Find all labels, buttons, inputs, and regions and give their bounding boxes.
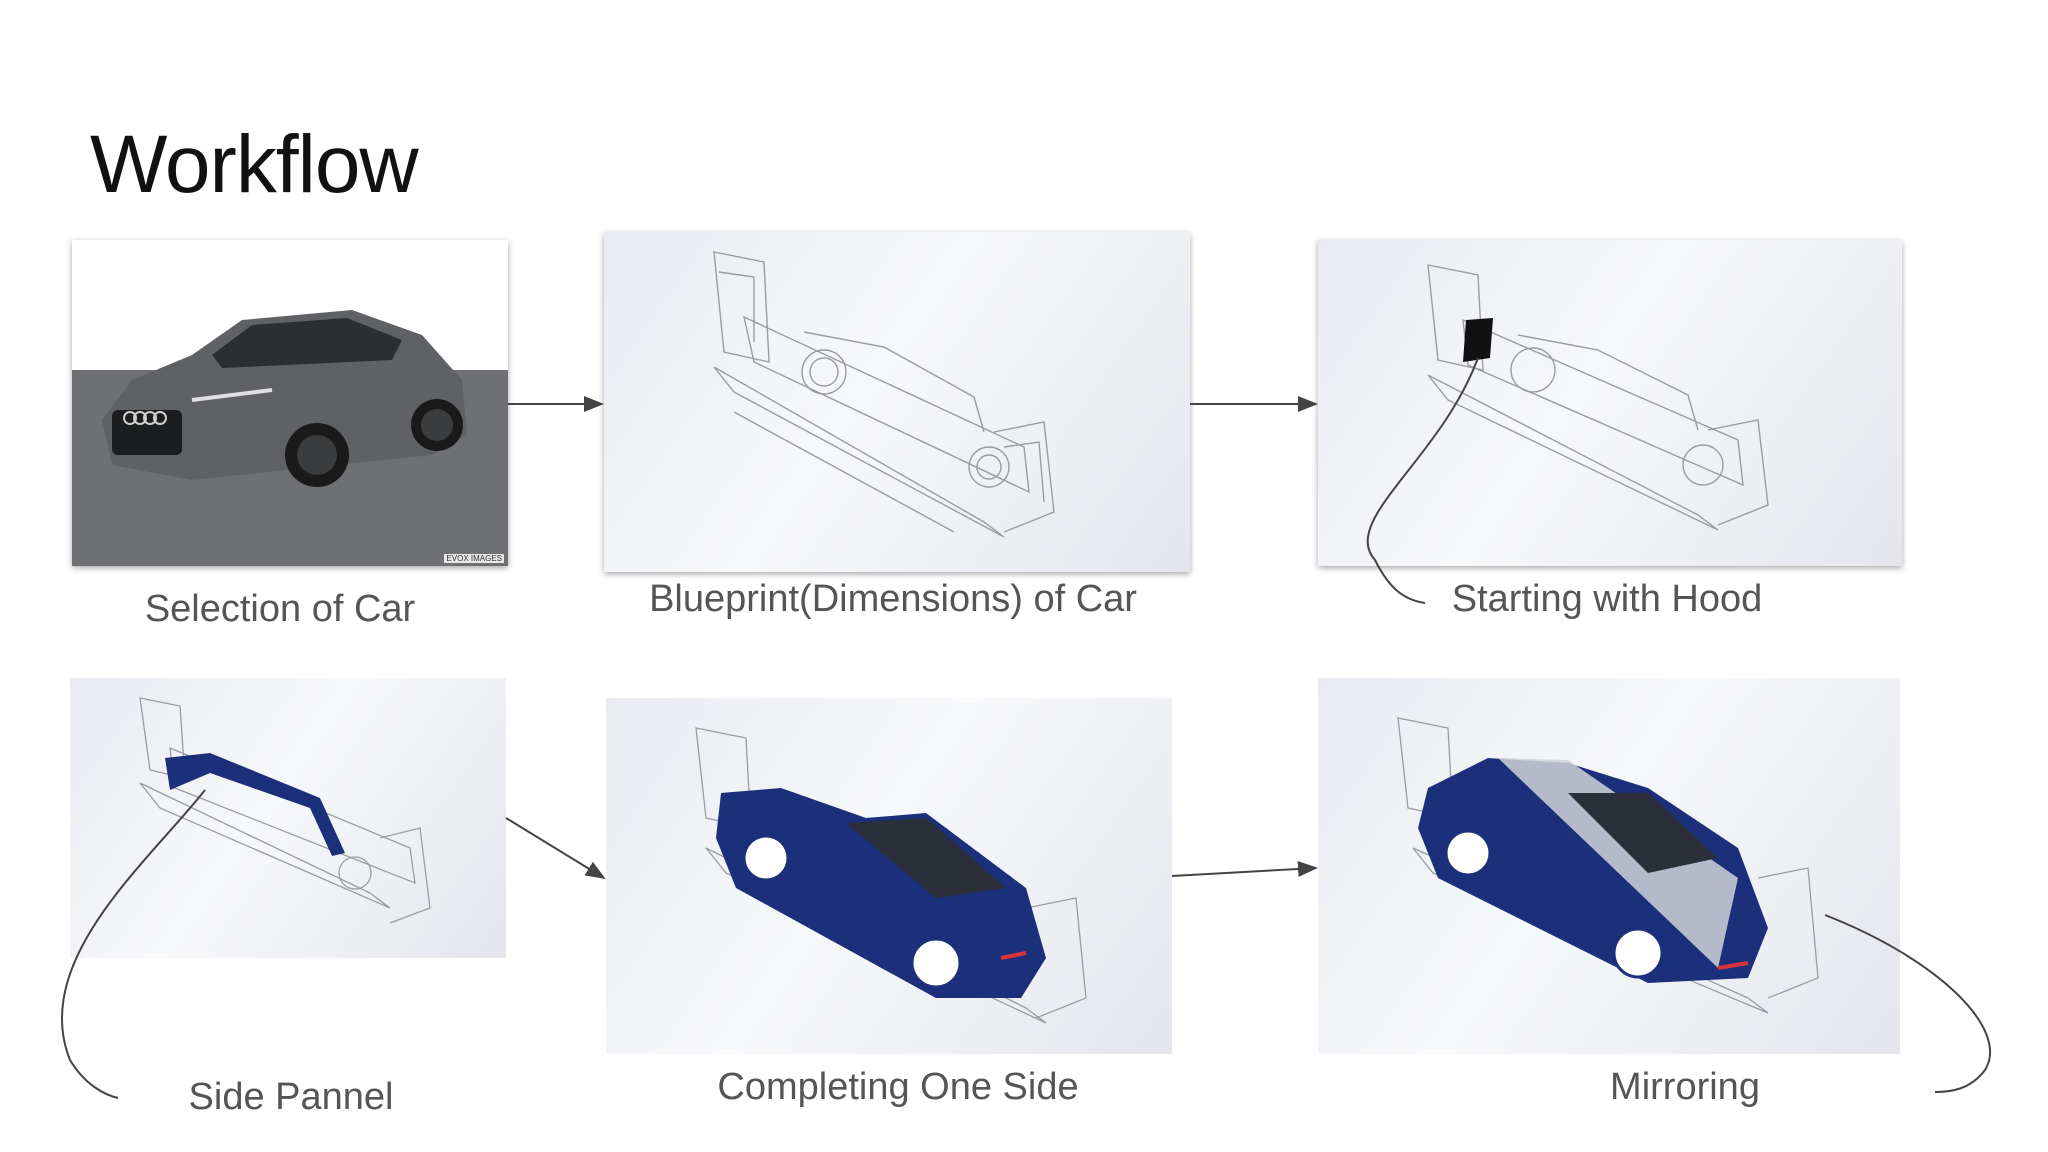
side-panel-model-icon <box>139 697 431 924</box>
photo-watermark: EVOX IMAGES <box>444 554 504 563</box>
step-1-image: EVOX IMAGES <box>72 240 508 566</box>
side-panel-shape <box>165 753 345 856</box>
mirrored-model-icon <box>1397 717 1819 1014</box>
step-2-image <box>604 232 1190 572</box>
blueprint-icon <box>713 251 1055 538</box>
slide-title: Workflow <box>90 119 419 210</box>
step-5-image <box>606 698 1172 1054</box>
step-4-caption: Side Pannel <box>188 1076 394 1118</box>
step-3-caption: Starting with Hood <box>1451 578 1763 620</box>
step-1-caption: Selection of Car <box>144 588 416 630</box>
car-photo-icon <box>72 240 508 566</box>
step-6-caption: Mirroring <box>1610 1066 1760 1108</box>
hood-panel <box>1463 318 1493 362</box>
step-3-image <box>1318 240 1902 566</box>
step-4-image <box>70 678 506 958</box>
arrow-step5-to-step6 <box>1171 861 1318 877</box>
step-2-caption: Blueprint(Dimensions) of Car <box>649 578 1137 620</box>
one-side-model-icon <box>695 727 1087 1024</box>
hood-model-icon <box>1427 264 1769 531</box>
step-6-image <box>1318 678 1900 1054</box>
step-5-caption: Completing One Side <box>717 1066 1079 1108</box>
arrow-step4-to-step5 <box>505 817 606 880</box>
